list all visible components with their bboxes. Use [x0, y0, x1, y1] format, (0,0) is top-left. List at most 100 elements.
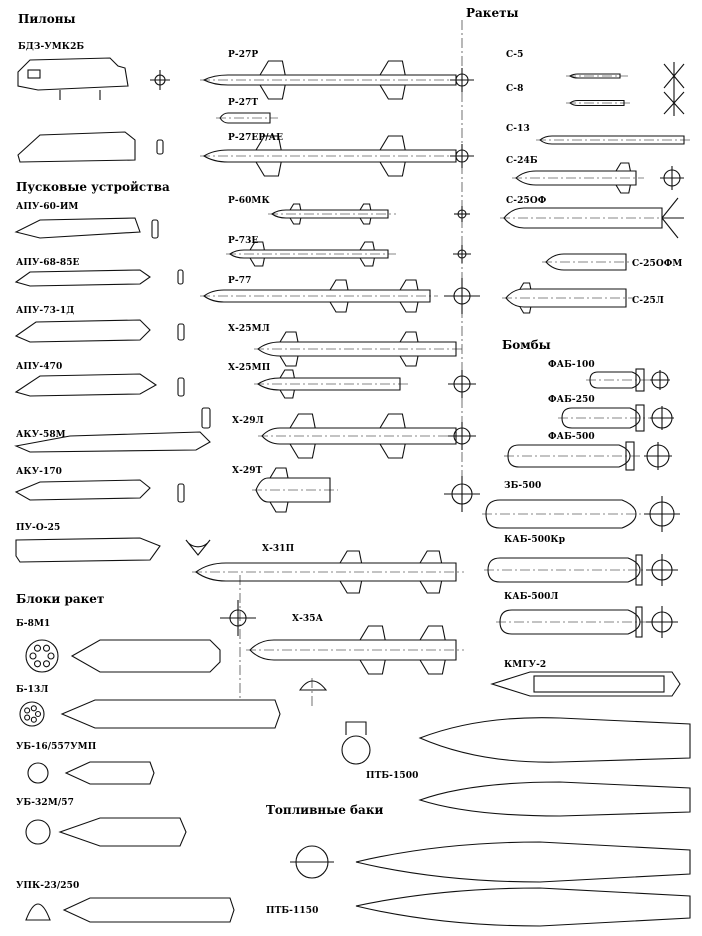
heading-bombs: Бомбы [502, 338, 551, 352]
missile-r60-fins-0 [289, 203, 302, 225]
launcher-aku58 [14, 431, 211, 453]
label-r73: Р-73Е [228, 236, 259, 246]
label-kmgu: КМГУ-2 [504, 660, 547, 670]
rocket-s25of-fins [661, 197, 684, 239]
label-x25ml: Х-25МЛ [228, 324, 270, 334]
label-r60: Р-60МК [228, 196, 270, 206]
pod-b13-tube-0 [34, 710, 42, 718]
rocket-s5-body [568, 73, 621, 79]
pod-b8-tube-2 [33, 660, 42, 668]
pod-b8-side [70, 639, 221, 673]
missile-x25ml-fins-0 [279, 331, 299, 367]
launcher-apu60-front [151, 219, 159, 239]
pod-upk-front [25, 903, 51, 921]
missile-r60-fins-1 [359, 203, 372, 225]
label-x29l: Х-29Л [232, 416, 264, 426]
missile-x29t-fins-0 [269, 467, 289, 513]
pod-b8-tube-4 [33, 644, 42, 652]
launcher-apu68 [14, 269, 151, 287]
pod-ub16-front [27, 762, 49, 784]
label-apu470: АПУ-470 [16, 362, 63, 372]
label-aku58: АКУ-58М [16, 430, 66, 440]
label-x35a: Х-35А [292, 614, 324, 624]
label-apu73: АПУ-73-1Д [16, 306, 75, 316]
label-r27er: Р-27ЕР/АЕ [228, 133, 284, 143]
pylon-bdz-window [27, 69, 41, 79]
tank-ptb1500-front [341, 735, 371, 765]
label-bdz: БДЗ-УМК2Б [18, 42, 85, 52]
label-ptb1150: ПТБ-1150 [266, 906, 319, 916]
launcher-puo25-front [185, 539, 211, 556]
label-r27r: Р-27Р [228, 50, 259, 60]
missile-x35a-fins-0 [359, 625, 386, 675]
rocket-s25l-body [505, 288, 627, 308]
pod-b8-tube-5 [42, 644, 51, 652]
pod-b8-tube-0 [47, 652, 55, 660]
label-x29t: Х-29Т [232, 466, 263, 476]
rocket-s25ofm-body [545, 253, 627, 271]
heading-fuel-tanks: Топливные баки [266, 803, 384, 817]
label-s13: С-13 [506, 124, 530, 134]
label-aku170: АКУ-170 [16, 467, 63, 477]
rocket-s8-end [663, 90, 685, 116]
label-s8: С-8 [506, 84, 524, 94]
label-x25mp: Х-25МП [228, 363, 271, 373]
heading-missiles: Ракеты [466, 6, 519, 20]
label-apu60: АПУ-60-ИМ [16, 202, 79, 212]
missile-x25mp-fins-0 [279, 369, 295, 399]
missile-r27r-fins-0 [259, 60, 286, 100]
label-fab500: ФАБ-500 [548, 432, 595, 442]
launcher-apu73 [14, 319, 151, 343]
label-fab100: ФАБ-100 [548, 360, 595, 370]
label-r77: Р-77 [228, 276, 252, 286]
missile-r77-fins-1 [399, 279, 419, 313]
label-x31p: Х-31П [262, 544, 295, 554]
label-r27t: Р-27Т [228, 98, 259, 108]
missile-r27r-fins-1 [379, 60, 406, 100]
label-upk: УПК-23/250 [16, 881, 80, 891]
label-b8m1: Б-8М1 [16, 619, 51, 629]
missile-x35a-end [298, 680, 328, 691]
label-s25ofm: С-25ОФМ [632, 259, 683, 269]
missile-x31p-fins-0 [339, 550, 363, 594]
pod-b13-side [60, 699, 281, 729]
rocket-s5-end [663, 62, 685, 90]
bomb-fab100-body [589, 371, 641, 389]
label-ub16: УБ-16/557УМП [16, 742, 97, 752]
rocket-s25l-fins-0 [519, 282, 532, 314]
missile-x31p-fins-1 [419, 550, 443, 594]
pod-b8-front [25, 639, 59, 673]
pylon-bdz-side [17, 57, 129, 91]
tank-ptb1150-side-b [355, 887, 691, 927]
heading-rocket-pods: Блоки ракет [16, 592, 105, 606]
pod-b13-tube-2 [24, 714, 31, 721]
label-s25l: С-25Л [632, 296, 664, 306]
pod-ub32-side [58, 817, 187, 847]
launcher-aku170 [14, 479, 151, 501]
launcher-apu73-front [177, 323, 185, 341]
launcher-apu60 [14, 217, 141, 239]
pod-ub16-side [64, 761, 155, 785]
label-s5: С-5 [506, 50, 524, 60]
missile-x35a-body [249, 639, 457, 661]
pylon-2-front [156, 139, 164, 155]
rocket-s24-fins-0 [615, 162, 631, 194]
bomb-kab500kr-body [487, 557, 641, 583]
launcher-apu470 [14, 373, 158, 397]
missile-r77-fins-0 [329, 279, 349, 313]
label-zb500: ЗБ-500 [504, 481, 542, 491]
rocket-s24-body [515, 170, 637, 186]
pod-upk-side [62, 897, 235, 923]
label-ptb1500: ПТБ-1500 [366, 771, 419, 781]
launcher-apu470-front [177, 377, 185, 397]
pod-b8-tube-3 [29, 652, 37, 660]
label-kab500kr: КАБ-500Кр [504, 535, 566, 545]
pod-b13-tube-3 [24, 707, 31, 714]
launcher-aku58-front [201, 407, 211, 429]
tank-ptb1500-side-a [418, 717, 691, 763]
missile-x31p-body [195, 562, 457, 582]
missile-r73-fins-0 [249, 241, 265, 267]
container-kmgu-panel [533, 675, 665, 693]
missile-x29l-fins-0 [289, 413, 316, 459]
